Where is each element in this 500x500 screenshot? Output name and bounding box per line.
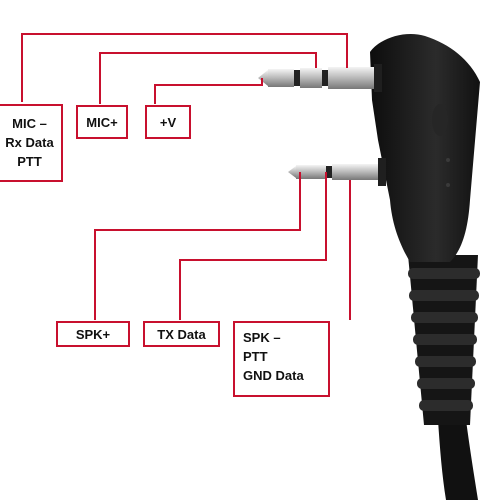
label-line: PTT bbox=[17, 154, 42, 169]
strain-relief bbox=[408, 255, 480, 425]
upper-pin bbox=[258, 64, 382, 92]
label-line: PTT bbox=[243, 349, 268, 364]
label-line: TX Data bbox=[157, 327, 206, 342]
wire-plus-v bbox=[154, 78, 263, 104]
label-line: GND Data bbox=[243, 368, 304, 383]
lower-pin bbox=[288, 158, 386, 186]
wires bbox=[21, 33, 351, 320]
label-line: SPK – bbox=[243, 330, 281, 345]
plug-body bbox=[370, 33, 480, 262]
label-mic-plus: MIC+ bbox=[76, 105, 128, 139]
label-spk-minus: SPK – PTT GND Data bbox=[233, 321, 330, 397]
wire-spk-plus bbox=[94, 172, 301, 320]
label-line: SPK+ bbox=[75, 327, 111, 342]
label-spk-plus: SPK+ bbox=[56, 321, 130, 347]
cable bbox=[438, 420, 478, 500]
wire-mic-minus bbox=[21, 33, 348, 102]
label-line: Rx Data bbox=[5, 135, 54, 150]
label-line: +V bbox=[159, 115, 177, 130]
label-tx-data: TX Data bbox=[143, 321, 220, 347]
label-plus-v: +V bbox=[145, 105, 191, 139]
label-mic-minus: MIC – Rx Data PTT bbox=[0, 104, 63, 182]
label-line: MIC+ bbox=[86, 115, 118, 130]
wire-mic-plus bbox=[99, 52, 317, 104]
wire-tx-data bbox=[179, 172, 327, 320]
label-line: MIC – bbox=[12, 116, 47, 131]
